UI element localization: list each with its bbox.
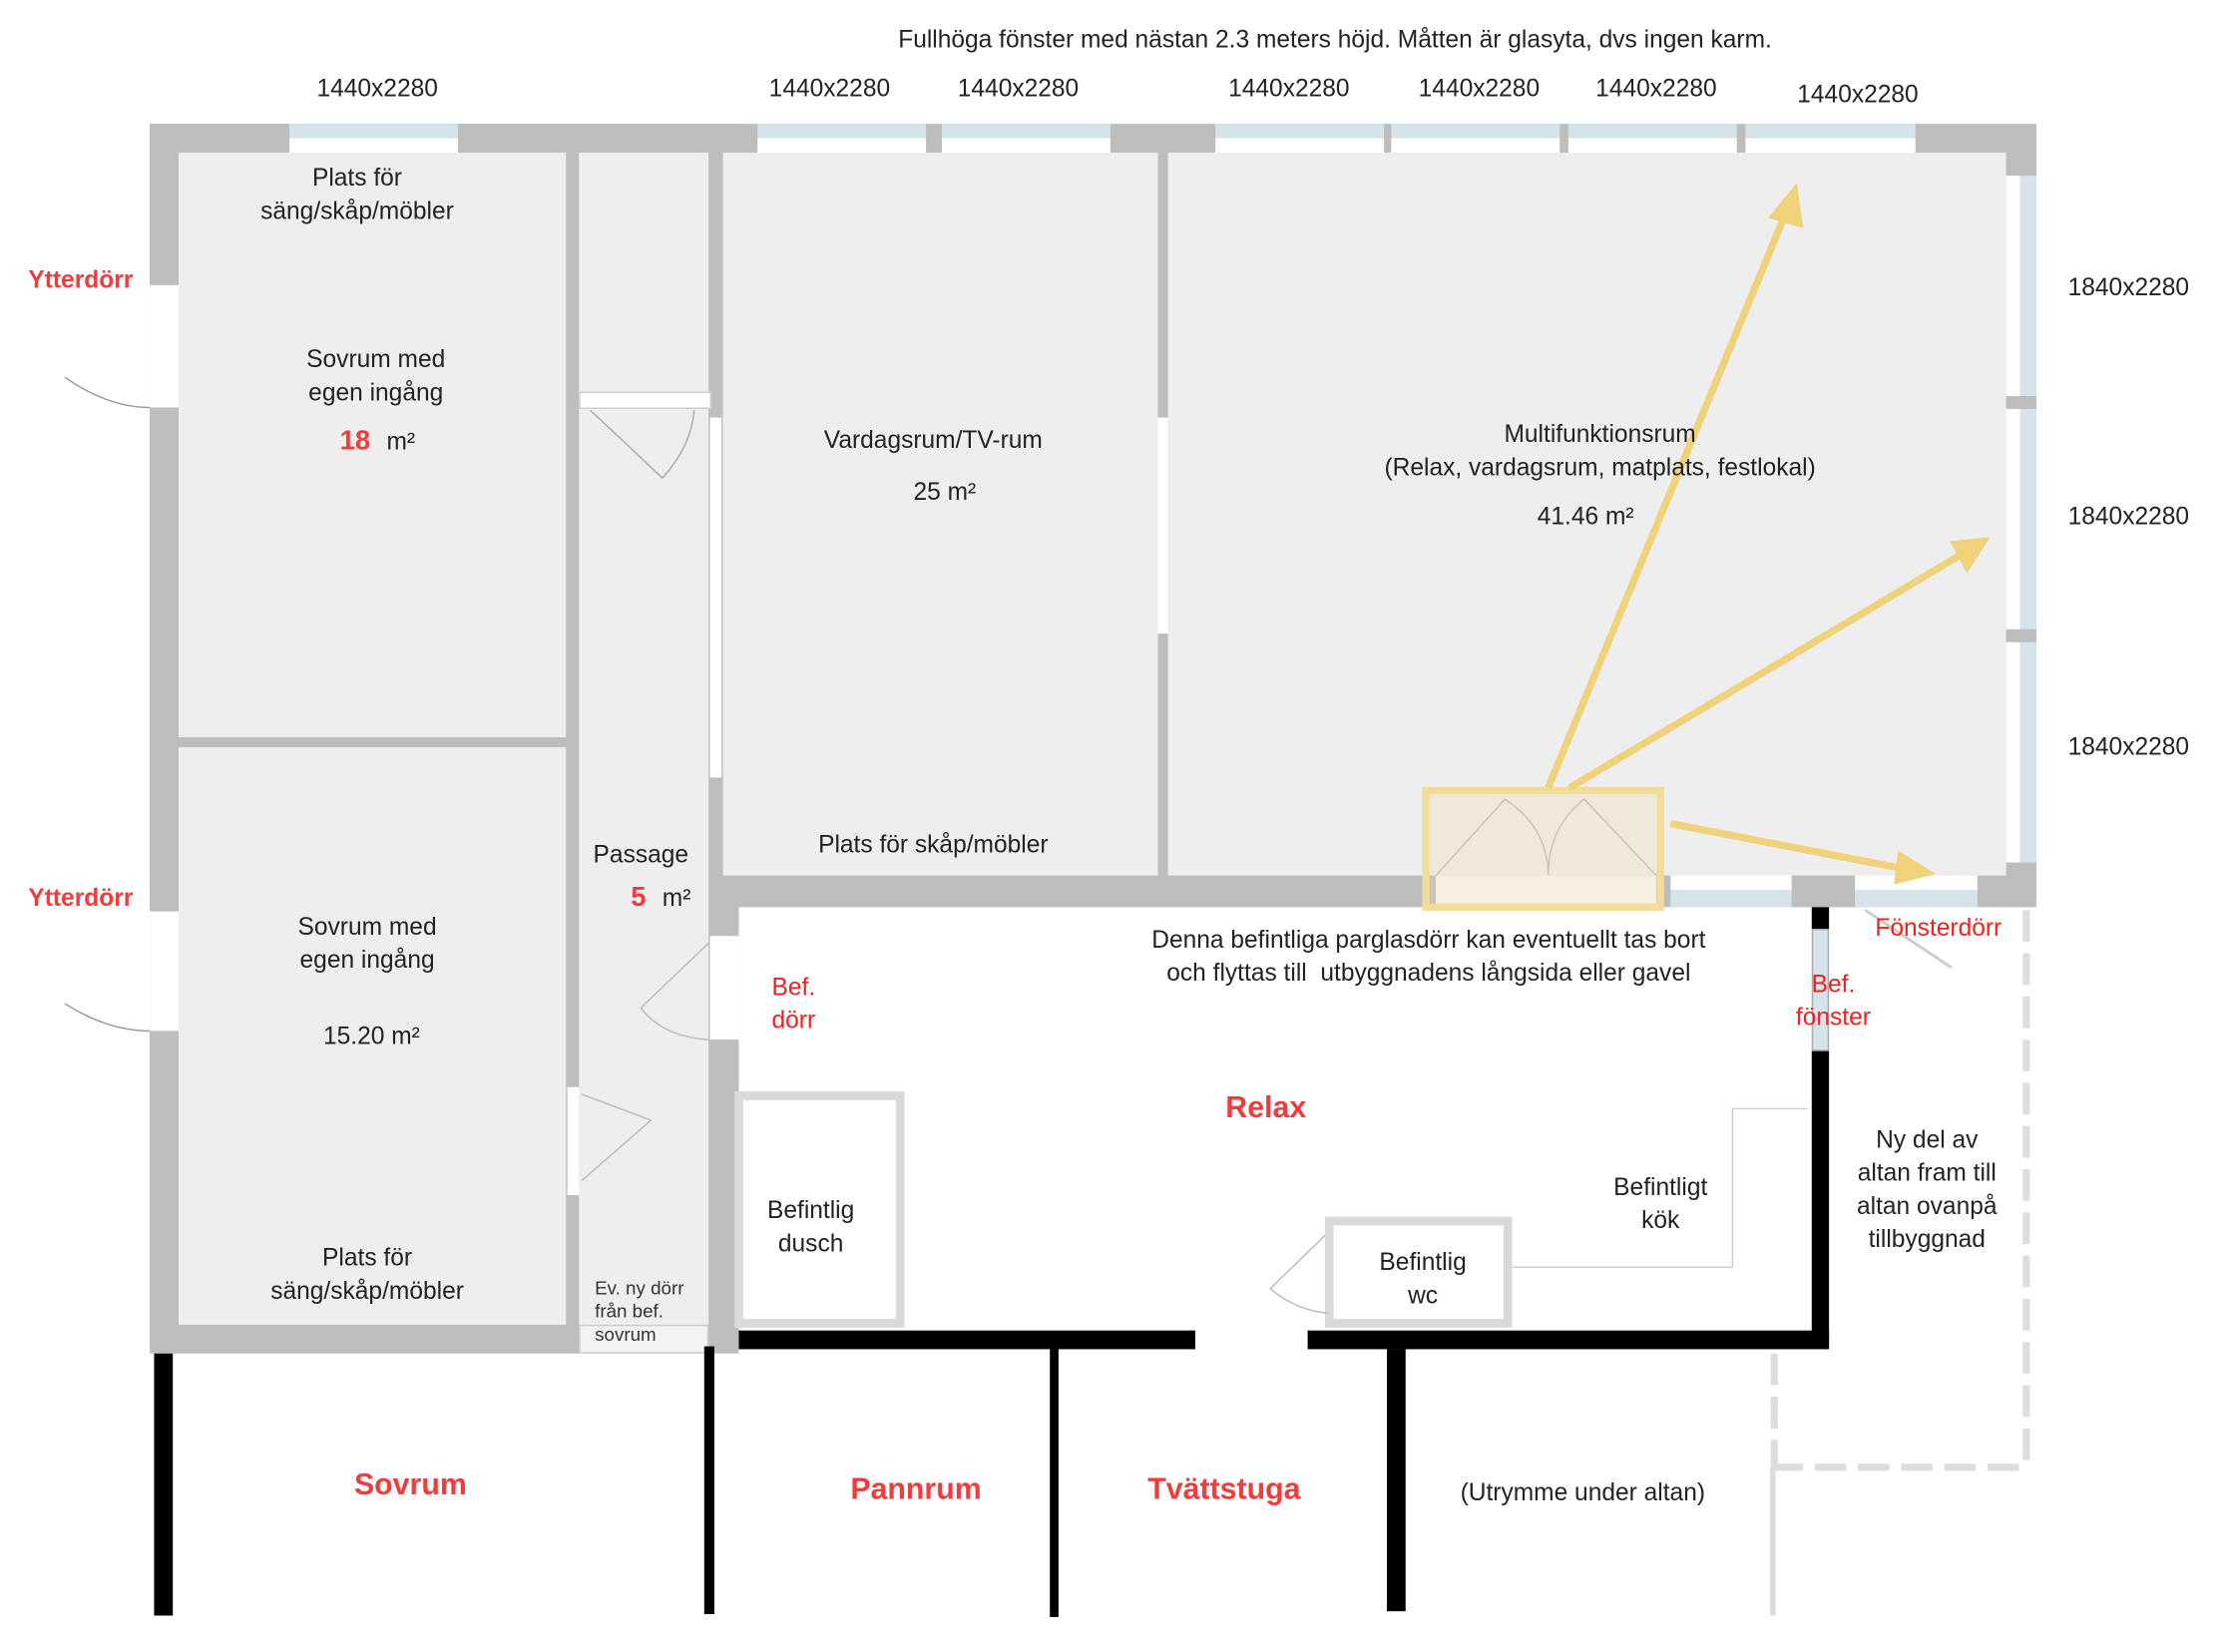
window-door [1855, 875, 1978, 908]
passage-name: Passage [593, 840, 689, 869]
new-door-slot [579, 1324, 709, 1354]
multi-room-area: 41.46 m² [1537, 502, 1634, 531]
passage [579, 153, 709, 1325]
lower-tvattstuga-label: Tvättstuga [1147, 1472, 1301, 1506]
window [1391, 124, 1560, 154]
window [289, 124, 459, 154]
window-size-label: 1440x2280 [316, 75, 438, 103]
bedroom-1-name: Sovrum med egen ingång [306, 345, 446, 407]
bedroom-2-area: 15.20 m² [322, 1022, 420, 1050]
window [1567, 124, 1737, 154]
new-door-note: Ev. ny dörr från bef. sovrum [595, 1277, 684, 1346]
lower-utrymme-label: (Utrymme under altan) [1460, 1478, 1706, 1506]
header-note: Fullhöga fönster med nästan 2.3 meters h… [898, 25, 1772, 54]
glass-double-door [1436, 875, 1656, 908]
living-room-opening [709, 417, 722, 778]
arrow-head [1768, 183, 1804, 228]
living-room-name: Vardagsrum/TV-rum [823, 426, 1043, 454]
window [2005, 408, 2036, 629]
arrows [1545, 183, 1991, 885]
arrow [1669, 820, 1902, 872]
living-room-furniture: Plats för skåp/möbler [818, 830, 1049, 859]
exterior-door [150, 911, 179, 1032]
door-swing [640, 942, 709, 1040]
window [941, 124, 1111, 154]
arrow-head [1894, 850, 1937, 885]
passage-area: 5 m² [631, 882, 691, 914]
window [2005, 641, 2036, 863]
door-swing [64, 376, 151, 409]
window-size-label: 1840x2280 [2067, 732, 2190, 761]
multi-room-name: Multifunktionsrum (Relax, vardagsrum, ma… [1384, 420, 1816, 482]
wall-line [1811, 1050, 1830, 1347]
kitchen-label: Befintligt kök [1613, 1173, 1708, 1234]
window-size-label: 1440x2280 [1797, 80, 1919, 109]
window [1215, 124, 1385, 154]
existing-door-label: Bef. dörr [771, 973, 816, 1034]
passage-door [579, 391, 712, 409]
window-size-label: 1440x2280 [1228, 75, 1350, 103]
window-size-label: 1440x2280 [768, 75, 891, 103]
window [757, 124, 927, 154]
multi-room-opening [1157, 417, 1168, 634]
exterior-door-label: Ytterdörr [28, 266, 134, 294]
bedroom-2-furniture: Plats för säng/skåp/möbler [270, 1244, 464, 1305]
glass-door-note: Denna befintliga parglasdörr kan eventue… [1151, 926, 1706, 987]
wall-line [1386, 1349, 1406, 1612]
window-size-label: 1440x2280 [1595, 75, 1717, 103]
door-swing [64, 1003, 151, 1032]
living-room [722, 153, 1158, 876]
exterior-door-label: Ytterdörr [28, 884, 134, 912]
wall-line [1307, 1330, 1830, 1350]
arrow [1567, 551, 1964, 791]
wall-line [738, 1330, 1196, 1350]
door-swing [590, 409, 695, 480]
lower-sovrum-label: Sovrum [353, 1468, 467, 1502]
window-door-swing [1864, 909, 1953, 970]
bedroom-1 [178, 153, 567, 738]
bedroom-2-door [567, 1086, 580, 1196]
window [2005, 176, 2036, 396]
wall-line [154, 1353, 174, 1616]
window-size-label: 1840x2280 [2067, 502, 2190, 531]
new-deck-note: Ny del av altan fram till altan ovanpå t… [1856, 1125, 1998, 1253]
multi-room [1167, 153, 2006, 876]
shower-box [734, 1091, 905, 1328]
existing-window [1811, 928, 1830, 1051]
bedroom-2 [178, 747, 567, 1325]
arrow-head [1950, 537, 1991, 574]
wall-line [1811, 907, 1830, 929]
wc-box [1324, 1216, 1513, 1328]
exterior-door [150, 284, 179, 408]
wall-line [703, 1346, 714, 1615]
living-room-area: 25 m² [913, 478, 977, 506]
window-door-label: Fönsterdörr [1875, 914, 2002, 942]
relax-label: Relax [1225, 1091, 1307, 1125]
wall-line [1050, 1349, 1059, 1617]
window-size-label: 1840x2280 [2067, 273, 2190, 301]
window-size-label: 1440x2280 [957, 75, 1080, 103]
kitchen-outline [1512, 1107, 1808, 1268]
arrow [1545, 211, 1790, 789]
door-swing [1269, 1234, 1328, 1315]
glass-door-highlight [1422, 786, 1664, 911]
bedroom-2-name: Sovrum med egen ingång [297, 913, 437, 974]
window-size-label: 1440x2280 [1418, 75, 1541, 103]
glass-door-swing [1435, 798, 1657, 877]
door-swing [581, 1093, 653, 1182]
bedroom-1-furniture: Plats för säng/skåp/möbler [260, 164, 454, 225]
window [1745, 124, 1916, 154]
window [1670, 875, 1792, 908]
shower-label: Befintlig dusch [766, 1196, 855, 1258]
existing-window-label: Bef. fönster [1795, 970, 1871, 1032]
existing-door [709, 936, 739, 1040]
lower-pannrum-label: Pannrum [850, 1472, 982, 1506]
bedroom-1-area: 18 m² [339, 426, 416, 457]
wc-label: Befintlig wc [1379, 1248, 1467, 1310]
